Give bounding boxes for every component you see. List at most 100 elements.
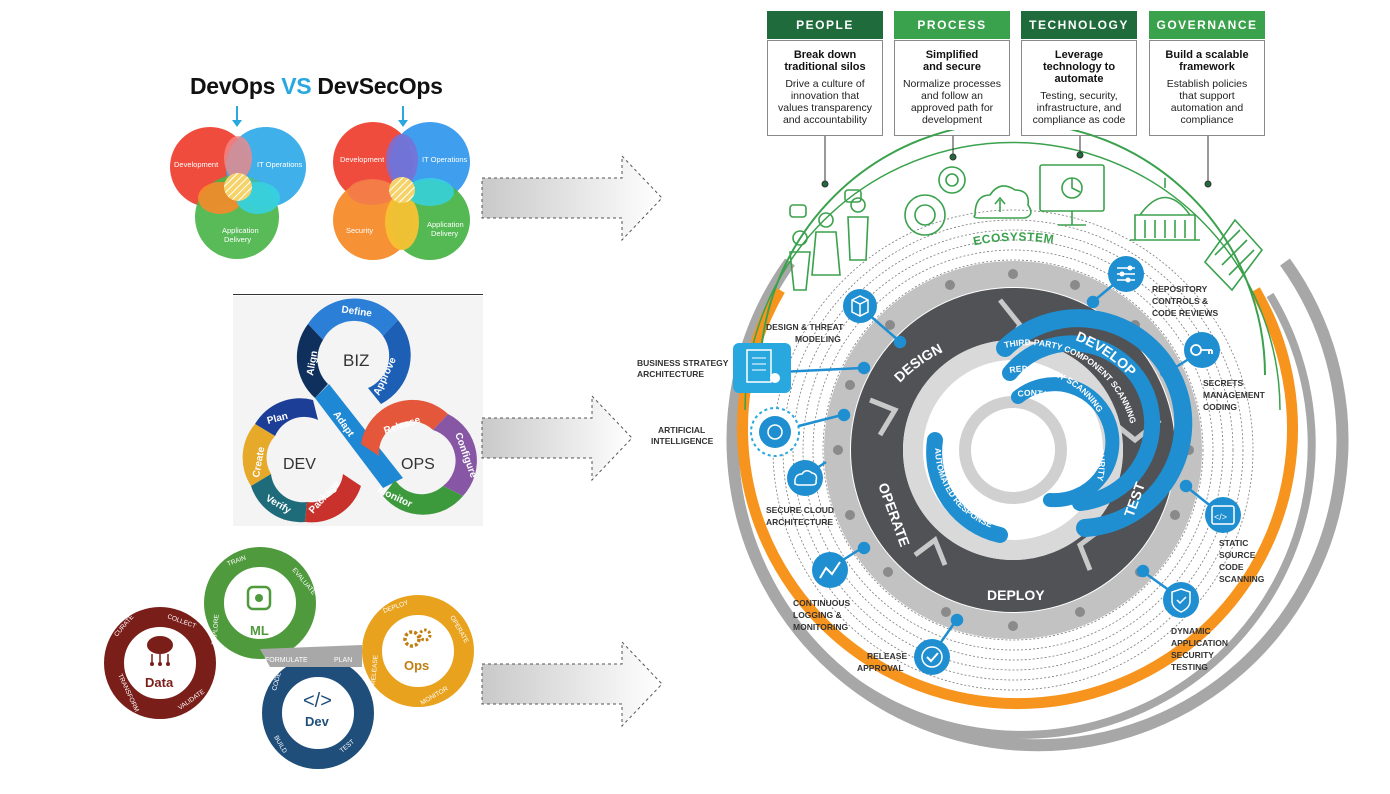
venn1-it-operations: IT Operations xyxy=(257,160,303,169)
code-icon: </> xyxy=(303,690,332,712)
static-source-3: CODE xyxy=(1219,562,1244,572)
pillar-header-governance: GOVERNANCE xyxy=(1149,11,1265,39)
biz-align-segment xyxy=(296,324,328,398)
venn-arrow-left xyxy=(232,106,242,127)
callout-labels: DESIGN & THREAT MODELING BUSINESS STRATE… xyxy=(637,284,1266,673)
ecosystem-skyline xyxy=(789,164,1264,292)
venn1-app-delivery-1: Application xyxy=(222,226,259,235)
dynamic-app-3: SECURITY xyxy=(1171,650,1214,660)
release-approval-2: APPROVAL xyxy=(857,663,904,673)
venn2-app-delivery-2: Delivery xyxy=(431,229,458,238)
pillar-process-bold-2: and secure xyxy=(922,61,982,73)
ecosystem-green-arc-2 xyxy=(744,141,1281,411)
ops-ring-label: Ops xyxy=(404,658,429,673)
venn1-development: Development xyxy=(174,160,219,169)
cloud-upload-icon xyxy=(973,185,1032,219)
ecosystem-label: ECOSYSTEM xyxy=(972,230,1055,249)
svg-text:</>: </> xyxy=(1214,512,1227,522)
gears-icon xyxy=(403,628,432,648)
arc-automated xyxy=(926,432,1008,543)
key-icon xyxy=(1184,332,1220,368)
pillar-governance-bold-2: framework xyxy=(1179,61,1235,73)
orange-ring xyxy=(737,287,1298,710)
callout-icons: </> xyxy=(733,256,1241,675)
label-define: Define xyxy=(341,304,373,319)
ops-ring xyxy=(362,595,474,707)
venn-devsecops xyxy=(333,122,470,260)
title-vs: VS xyxy=(281,73,312,99)
arrow-top xyxy=(481,154,663,242)
ops-release-segment xyxy=(361,399,448,456)
design-threat-2: MODELING xyxy=(795,334,841,344)
venn-arrow-right xyxy=(398,106,408,127)
mlops-code: CODE xyxy=(271,671,283,692)
pillar-technology-body-3: compliance as code xyxy=(1032,114,1126,126)
arc-third-party xyxy=(996,309,1193,537)
cloud-network-icon xyxy=(147,636,173,666)
pillar-governance-body-4: compliance xyxy=(1180,114,1234,126)
flow-arrows xyxy=(481,154,663,728)
capitol-building-icon xyxy=(1130,178,1200,241)
gear-process-icon xyxy=(904,166,966,236)
pillar-header-technology: TECHNOLOGY xyxy=(1021,11,1137,39)
arrow-bottom xyxy=(481,640,663,728)
dynamic-app-2: APPLICATION xyxy=(1171,638,1228,648)
pillar-governance-body-1: Establish policies xyxy=(1166,78,1248,90)
ops-configure-segment xyxy=(433,414,477,496)
sliders-icon xyxy=(1108,256,1144,292)
dev-verify-segment xyxy=(251,474,307,523)
callout-connectors xyxy=(774,274,1223,656)
dev-ring-label: Dev xyxy=(305,714,330,729)
continuous-logging-1: CONTINUOUS xyxy=(793,598,850,608)
pillar-header-process: PROCESS xyxy=(894,11,1010,39)
dashed-rings xyxy=(772,209,1254,691)
mlops-plan: PLAN xyxy=(334,657,352,664)
artificial-intelligence-2: INTELLIGENCE xyxy=(651,436,714,446)
repository-controls-1: REPOSITORY xyxy=(1152,284,1208,294)
dev-create-segment xyxy=(242,424,275,486)
pillar-governance-body-3: automation and xyxy=(1170,102,1244,114)
ops-monitor-segment xyxy=(383,480,463,515)
continuous-logging-3: MONITORING xyxy=(793,622,848,632)
secure-cloud-2: ARCHITECTURE xyxy=(766,517,833,527)
comparison-title: DevOps VS DevSecOps xyxy=(190,73,443,100)
label-create: Create xyxy=(251,446,267,479)
design-threat-1: DESIGN & THREAT xyxy=(766,322,844,332)
pillar-governance-body-2: that support xyxy=(1179,90,1235,102)
pillar-process-bold-1: Simplified xyxy=(925,49,979,61)
pillar-technology-body-2: infrastructure, and xyxy=(1036,102,1122,114)
line-chart-icon xyxy=(812,552,848,588)
pillar-process-body-3: approved path for xyxy=(910,102,994,114)
bizdevops-diagram: BIZ DEV OPS Define Align Approve Adapt P… xyxy=(233,296,483,526)
dev-package-segment xyxy=(305,474,361,523)
pillar-connectors xyxy=(821,136,1212,188)
pillar-process-body-4: development xyxy=(921,114,983,126)
dev-plan-segment xyxy=(255,398,318,436)
ops-label: OPS xyxy=(401,456,435,473)
people-icon xyxy=(789,189,869,291)
release-approval-1: RELEASE xyxy=(867,651,907,661)
pillar-technology-bold-2: technology to xyxy=(1042,61,1116,73)
venn2-app-delivery-1: Application xyxy=(427,220,464,229)
ai-brain-icon xyxy=(750,407,800,457)
dynamic-app-4: TESTING xyxy=(1171,662,1208,672)
business-strategy-2: ARCHITECTURE xyxy=(637,369,704,379)
formulate-band xyxy=(260,645,362,667)
check-circle-icon xyxy=(914,639,950,675)
secrets-management-3: CODING xyxy=(1203,402,1237,412)
repository-controls-2: CONTROLS & xyxy=(1152,296,1208,306)
venn2-security: Security xyxy=(346,226,373,235)
ml-label: ML xyxy=(250,623,269,638)
pillar-people-bold-1: Break down xyxy=(793,49,857,61)
shield-check-icon xyxy=(1163,582,1199,618)
dynamic-app-1: DYNAMIC xyxy=(1171,626,1211,636)
arc-repository xyxy=(1002,335,1161,511)
repository-controls-3: CODE REVIEWS xyxy=(1152,308,1218,318)
pillar-people-body-2: innovation that xyxy=(790,90,860,102)
title-devops: DevOps xyxy=(190,73,276,99)
title-devsecops: DevSecOps xyxy=(317,73,443,99)
pillar-process-body-1: Normalize processes xyxy=(902,78,1002,90)
pillar-people-body-1: Drive a culture of xyxy=(785,78,865,90)
